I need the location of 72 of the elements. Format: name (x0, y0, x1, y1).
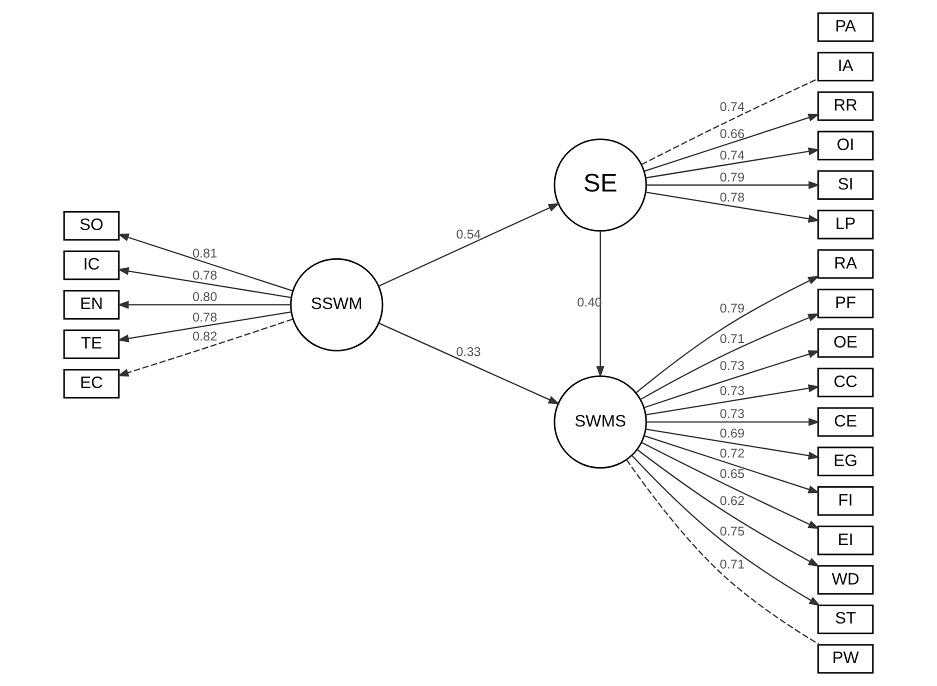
node-box: IC (63, 250, 120, 280)
node-box: RA (817, 249, 874, 279)
node-circle: SWMS (554, 375, 647, 469)
edge-label: 0.54 (456, 226, 481, 242)
node-circle: SE (554, 138, 647, 232)
arrow (646, 428, 820, 460)
edge-label: 0.65 (720, 466, 745, 482)
edge-label: 0.78 (720, 190, 745, 205)
edge-label: 0.74 (720, 148, 745, 163)
arrow (117, 318, 293, 377)
arrow (632, 455, 821, 606)
arrow (117, 311, 292, 342)
node-circle: SSWM (290, 258, 384, 352)
edge-label: 0.80 (192, 288, 218, 304)
edge-label: 0.78 (192, 309, 218, 324)
edge-label: 0.73 (720, 406, 745, 422)
edge-label: 0.79 (720, 300, 745, 316)
node-box: PF (817, 288, 874, 318)
arrow (646, 384, 820, 416)
node-box: EI (817, 526, 874, 556)
arrow (644, 435, 820, 494)
connector (641, 78, 818, 166)
arrow (640, 313, 820, 400)
arrow (636, 449, 820, 567)
node-box: RR (817, 91, 874, 121)
arrow (117, 234, 293, 292)
arrow (646, 181, 820, 190)
edge-label: 0.82 (192, 328, 218, 344)
node-box: WD (817, 565, 874, 595)
node-box: PW (817, 644, 874, 674)
edge-label: 0.71 (720, 331, 745, 346)
node-box: SO (63, 211, 120, 241)
edge-label: 0.78 (192, 267, 218, 282)
node-box: PA (817, 12, 874, 42)
node-box: SI (817, 170, 874, 200)
edge-label: 0.71 (720, 556, 745, 572)
arrow (646, 418, 820, 426)
node-box: IA (817, 52, 874, 82)
arrow (644, 350, 820, 408)
node-box: EG (817, 446, 874, 476)
node-box: FI (817, 486, 874, 516)
node-box: ST (817, 604, 874, 634)
edge-label: 0.62 (720, 492, 745, 508)
edge-label: 0.74 (720, 99, 745, 114)
arrow (117, 300, 290, 309)
arrow (644, 114, 820, 172)
arrow (596, 231, 604, 378)
edge-label: 0.72 (720, 446, 745, 461)
arrow (636, 276, 820, 394)
edge-label: 0.33 (456, 344, 481, 359)
node-box: EC (63, 368, 120, 399)
node-box: CE (817, 407, 874, 437)
edge-label: 0.81 (192, 246, 218, 261)
arrow (378, 203, 560, 287)
connector (626, 459, 820, 646)
edge-label: 0.79 (720, 169, 745, 184)
edge-label: 0.75 (720, 523, 745, 538)
arrow (378, 322, 560, 404)
edge-label: 0.66 (720, 126, 745, 141)
node-box: LP (817, 210, 874, 240)
arrow (641, 442, 820, 530)
node-box: CC (817, 368, 874, 398)
node-box: TE (63, 330, 120, 360)
arrow (646, 147, 820, 178)
edge-label: 0.73 (720, 383, 745, 398)
edge-label: 0.69 (720, 425, 745, 440)
edge-label: 0.73 (720, 358, 745, 373)
node-box: EN (63, 290, 120, 320)
node-box: OE (817, 328, 874, 358)
arrow (646, 192, 820, 223)
node-box: OI (817, 130, 874, 160)
arrow (117, 267, 292, 298)
